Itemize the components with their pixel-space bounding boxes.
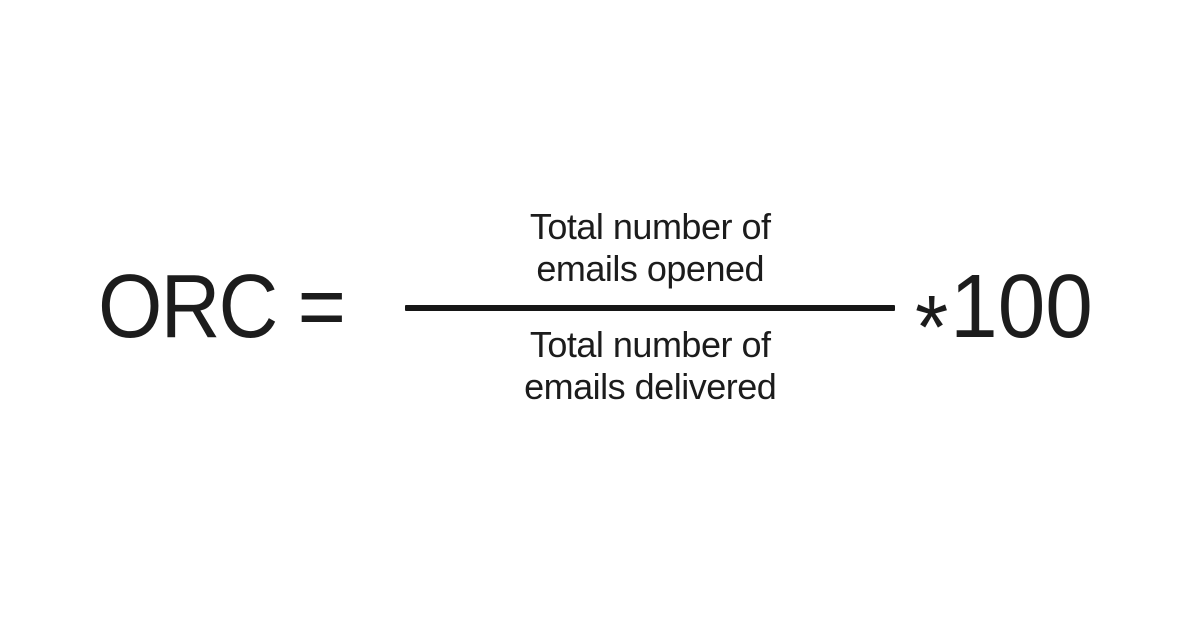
formula-lhs: ORC = <box>98 262 346 352</box>
multiplier-value: 100 <box>950 256 1094 357</box>
denominator-line-2: emails delivered <box>524 365 777 407</box>
asterisk-symbol: * <box>915 278 949 379</box>
equals-sign: = <box>297 256 345 357</box>
fraction-bar <box>405 304 896 311</box>
orc-formula: ORC = Total number of emails opened Tota… <box>98 206 1103 408</box>
denominator-line-1: Total number of <box>529 323 771 365</box>
lhs-space <box>276 257 297 357</box>
fraction-numerator: Total number of emails opened <box>405 206 895 290</box>
orc-label: ORC <box>97 256 278 357</box>
numerator-line-2: emails opened <box>536 247 765 289</box>
fraction: Total number of emails opened Total numb… <box>405 206 896 408</box>
numerator-line-1: Total number of <box>529 205 771 247</box>
fraction-denominator: Total number of emails delivered <box>405 324 895 408</box>
multiplier: *100 <box>915 262 1093 374</box>
